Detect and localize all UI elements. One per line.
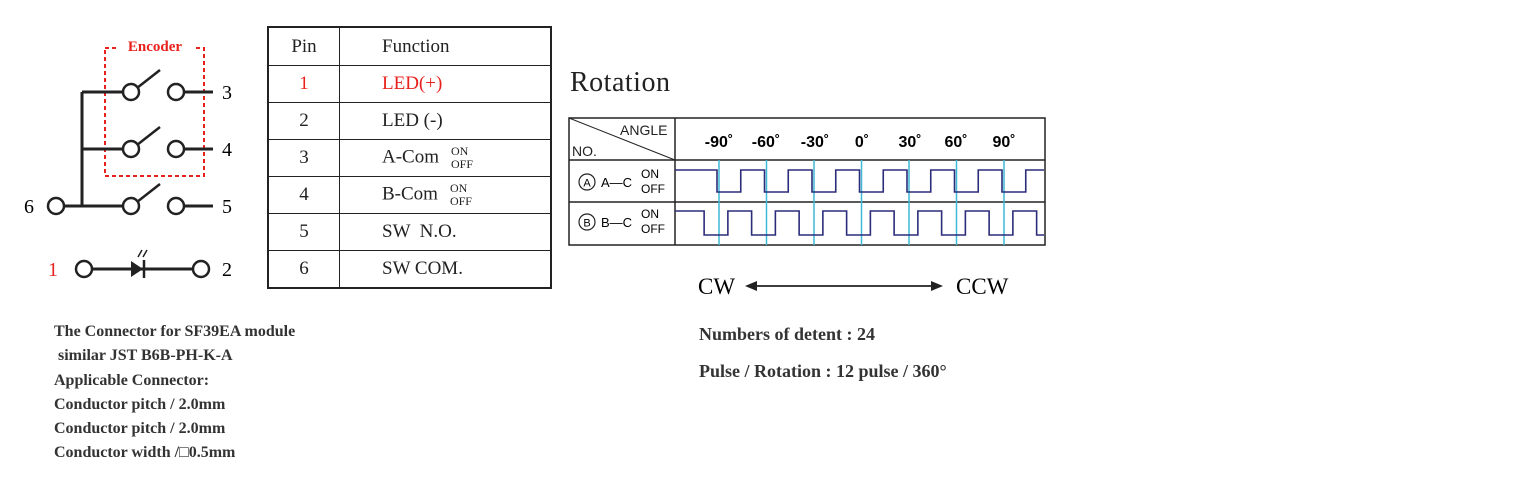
header-function: Function: [339, 26, 552, 66]
table-row: 1 LED(+): [267, 65, 552, 103]
channel-b-waveform: [675, 210, 1044, 236]
pin-cell: 3: [267, 139, 340, 177]
pin-4-label: 4: [222, 139, 232, 161]
channel-a-on: ON: [641, 167, 659, 181]
pin-cell: 5: [267, 213, 340, 251]
channel-b-label: B B—C ON OFF: [578, 207, 665, 236]
table-row: 5 SW N.O.: [267, 213, 552, 251]
angle-labels: -90˚ -60˚ -30˚ 0˚ 30˚ 60˚ 90˚: [705, 134, 1016, 151]
switch-4: 4: [82, 126, 232, 161]
badge-a-icon: [578, 173, 596, 191]
pin-cell: 1: [267, 65, 340, 103]
angle-label: -30˚: [801, 134, 829, 151]
on-text: ON: [451, 144, 469, 158]
header-no: NO.: [572, 143, 597, 159]
channel-b-off: OFF: [641, 222, 665, 236]
arrow-right-icon: [931, 281, 943, 291]
function-cell: LED(+): [339, 65, 552, 103]
switch-3: 3: [82, 69, 232, 104]
encoder-schematic: Encoder 3 4 6 5 1 2: [24, 36, 232, 281]
led-row: 1 2: [48, 249, 232, 281]
angle-label: -90˚: [705, 134, 733, 151]
header-pin: Pin: [267, 26, 340, 66]
table-row: 6 SW COM.: [267, 250, 552, 289]
channel-a-off: OFF: [641, 182, 665, 196]
detent-lines: [718, 160, 1005, 245]
encoder-label: Encoder: [128, 39, 183, 55]
connector-notes: The Connector for SF39EA module similar …: [54, 320, 295, 466]
header-angle: ANGLE: [620, 122, 667, 138]
angle-label: 30˚: [898, 134, 921, 151]
function-cell: SW COM.: [339, 250, 552, 289]
function-cell: SW N.O.: [339, 213, 552, 251]
pin-cell: 4: [267, 176, 340, 214]
channel-a-label: A A—C ON OFF: [578, 167, 665, 196]
encoder-box: [104, 47, 205, 177]
pin-2-label: 2: [222, 259, 232, 281]
badge-a-text: A: [583, 178, 591, 190]
channel-b-name: B—C: [601, 215, 632, 230]
pin-1-label: 1: [48, 259, 58, 281]
pulse-per-rotation: Pulse / Rotation : 12 pulse / 360°: [699, 361, 947, 381]
note-line: similar JST B6B-PH-K-A: [54, 347, 233, 365]
angle-label: 0˚: [855, 134, 869, 151]
rotation-title: Rotation: [570, 67, 671, 98]
note-line: Conductor width /□0.5mm: [54, 444, 236, 462]
channel-a-waveform: [675, 169, 1044, 193]
pin-5-label: 5: [222, 196, 232, 218]
off-text: OFF: [449, 194, 472, 208]
pin-cell: 2: [267, 102, 340, 140]
detent-count: Numbers of detent : 24: [699, 324, 875, 344]
note-line: Conductor pitch / 2.0mm: [54, 395, 226, 413]
ccw-label: CCW: [956, 274, 1009, 299]
badge-b-icon: [578, 213, 596, 231]
cw-label: CW: [698, 274, 735, 299]
table-header-row: Pin Function: [267, 26, 552, 66]
on-text: ON: [449, 181, 468, 195]
function-text: B-Com: [382, 183, 438, 205]
pin-3-label: 3: [222, 82, 232, 104]
angle-label: 90˚: [992, 134, 1015, 151]
function-text: A-Com: [382, 146, 439, 168]
off-text: OFF: [451, 157, 474, 171]
function-cell: LED (-): [339, 102, 552, 140]
rotation-timing-diagram: ANGLE NO. -90˚ -60˚ -30˚ 0˚ 30˚ 60˚ 90˚ …: [568, 117, 1046, 246]
channel-a-name: A—C: [601, 175, 632, 190]
angle-label: 60˚: [944, 134, 967, 151]
pin-cell: 6: [267, 250, 340, 289]
note-line: Applicable Connector:: [54, 371, 210, 389]
pin-6-label: 6: [24, 196, 34, 218]
led-diode-icon: [131, 261, 143, 277]
note-line: Conductor pitch / 2.0mm: [54, 420, 226, 438]
spec-lines: Numbers of detent : 24 Pulse / Rotation …: [699, 316, 947, 390]
direction-indicator: CW CCW: [698, 274, 1009, 299]
note-line: The Connector for SF39EA module: [54, 323, 296, 340]
badge-b-text: B: [583, 218, 590, 230]
angle-label: -60˚: [752, 134, 780, 151]
table-row: 2 LED (-): [267, 102, 552, 140]
switch-5: 6 5: [24, 183, 232, 218]
arrow-left-icon: [745, 281, 757, 291]
channel-b-on: ON: [641, 207, 659, 221]
